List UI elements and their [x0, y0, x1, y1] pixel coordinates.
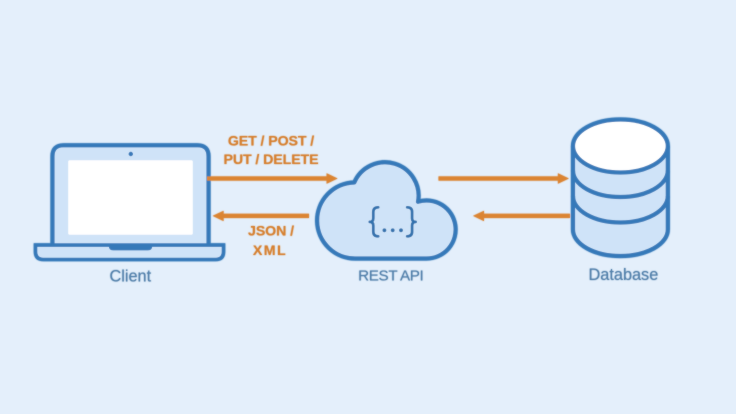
svg-text:JSON /: JSON / [248, 223, 294, 239]
svg-text:Database: Database [589, 266, 659, 284]
svg-text:PUT / DELETE: PUT / DELETE [224, 152, 319, 168]
svg-text:XML: XML [253, 243, 287, 259]
svg-text:REST API: REST API [358, 268, 423, 285]
svg-text:Client: Client [109, 267, 151, 285]
svg-text:GET / POST /: GET / POST / [228, 133, 314, 149]
